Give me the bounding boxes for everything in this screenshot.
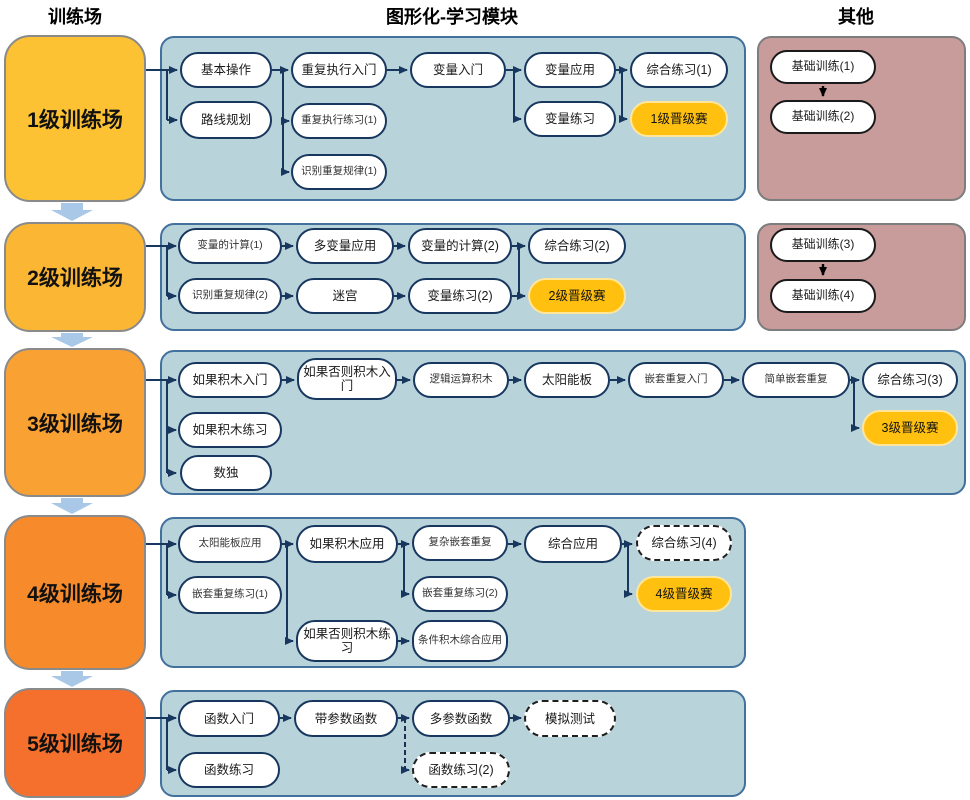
level-box-5: 5级训练场 <box>4 688 146 798</box>
level-box-3: 3级训练场 <box>4 348 146 497</box>
module-node: 识别重复规律(2) <box>178 278 282 314</box>
module-node: 如果否则积木入门 <box>297 358 397 400</box>
module-node: 重复执行入门 <box>291 52 387 88</box>
basic-training-node: 基础训练(2) <box>770 100 876 134</box>
level-flow-arrow-1 <box>51 203 93 221</box>
module-node: 识别重复规律(1) <box>291 154 387 190</box>
promotion-node-level2: 2级晋级赛 <box>528 278 626 314</box>
module-node: 路线规划 <box>180 101 272 139</box>
basic-training-node: 基础训练(4) <box>770 279 876 313</box>
module-node: 综合练习(3) <box>862 362 958 398</box>
level-label: 5级训练场 <box>27 733 123 756</box>
header-training-ground: 训练场 <box>48 7 102 27</box>
module-node: 多参数函数 <box>412 700 510 737</box>
module-node: 综合练习(2) <box>528 228 626 264</box>
module-node: 数独 <box>180 455 272 491</box>
level-flow-arrow-2 <box>51 333 93 347</box>
level-box-2: 2级训练场 <box>4 222 146 332</box>
module-node: 嵌套重复练习(2) <box>412 576 508 612</box>
module-node-optional: 函数练习(2) <box>412 752 510 788</box>
module-node: 变量练习(2) <box>408 278 512 314</box>
module-node: 迷宫 <box>296 278 394 314</box>
module-node: 变量的计算(1) <box>178 228 282 264</box>
module-node: 基本操作 <box>180 52 272 88</box>
level-flow-arrow-4 <box>51 671 93 687</box>
module-node: 变量的计算(2) <box>408 228 512 264</box>
basic-training-node: 基础训练(3) <box>770 228 876 262</box>
module-node: 如果积木练习 <box>178 412 282 448</box>
module-node: 变量入门 <box>410 52 506 88</box>
level-box-4: 4级训练场 <box>4 515 146 670</box>
module-node: 逻辑运算积木 <box>413 362 509 398</box>
module-node: 函数入门 <box>178 700 280 737</box>
module-node-optional: 模拟测试 <box>524 700 616 737</box>
module-node: 综合练习(1) <box>630 52 728 88</box>
module-node: 复杂嵌套重复 <box>412 525 508 561</box>
module-node: 如果积木应用 <box>296 525 398 563</box>
module-node: 函数练习 <box>178 752 280 788</box>
module-node: 重复执行练习(1) <box>291 103 387 139</box>
promotion-node-level3: 3级晋级赛 <box>862 410 958 446</box>
module-node: 如果积木入门 <box>178 362 282 398</box>
header-learning-modules: 图形化-学习模块 <box>386 7 518 27</box>
module-node: 带参数函数 <box>294 700 398 737</box>
module-node: 多变量应用 <box>296 228 394 264</box>
promotion-node-level1: 1级晋级赛 <box>630 101 728 137</box>
module-node: 嵌套重复练习(1) <box>178 576 282 614</box>
module-node: 如果否则积木练习 <box>296 620 398 662</box>
module-node: 太阳能板 <box>524 362 610 398</box>
level-label: 4级训练场 <box>27 582 123 606</box>
module-node-optional: 综合练习(4) <box>636 525 732 561</box>
level-box-1: 1级训练场 <box>4 35 146 202</box>
module-node: 变量应用 <box>524 52 616 88</box>
module-node: 综合应用 <box>524 525 622 563</box>
level-label: 1级训练场 <box>27 108 123 132</box>
module-node: 简单嵌套重复 <box>742 362 850 398</box>
module-node: 太阳能板应用 <box>178 525 282 563</box>
basic-training-node: 基础训练(1) <box>770 50 876 84</box>
level-label: 3级训练场 <box>27 412 123 436</box>
level-flow-arrow-3 <box>51 498 93 514</box>
level-label: 2级训练场 <box>27 267 123 290</box>
module-node: 条件积木综合应用 <box>412 620 508 662</box>
module-node: 变量练习 <box>524 101 616 137</box>
promotion-node-level4: 4级晋级赛 <box>636 576 732 612</box>
module-node: 嵌套重复入门 <box>628 362 724 398</box>
header-others: 其他 <box>838 7 874 27</box>
